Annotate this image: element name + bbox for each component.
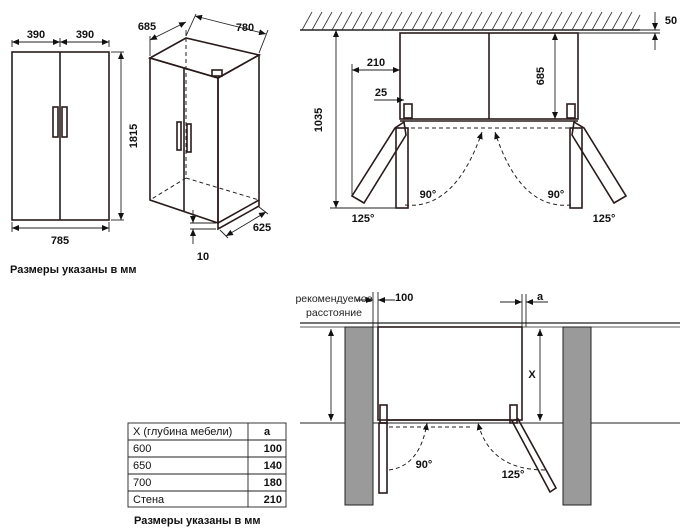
right-handle [61, 106, 68, 138]
table-row-2-x: 700 [133, 477, 151, 489]
angle-90-left: 90° [420, 189, 437, 201]
left-cabinet [344, 326, 374, 506]
clearance-table: X (глубина мебели) a 600 100 650 140 700… [127, 422, 287, 508]
plan-right-door-90 [569, 127, 583, 209]
dim-height: 1815 [128, 124, 140, 148]
dim-iso-foot: 10 [197, 251, 209, 263]
dim-hinge-offset: 25 [375, 87, 387, 99]
caption-bottom: Размеры указаны в мм [134, 515, 261, 527]
plan-left-door-125 [350, 120, 407, 205]
right-cabinet [562, 326, 592, 506]
iso-view: 685 780 625 10 [138, 13, 271, 263]
front-view: 390 390 785 1815 [11, 29, 140, 247]
table-row-0-a: 100 [264, 443, 282, 455]
dim-gap-a: a [537, 291, 544, 303]
install-right-door [510, 418, 558, 494]
iso-left-handle [176, 121, 182, 151]
table-header-x: X (глубина мебели) [133, 426, 232, 438]
table-row-3-a: 210 [264, 494, 282, 506]
dim-door-width: 210 [367, 57, 385, 69]
dim-clearance: 100 [395, 292, 413, 304]
table-row-1-a: 140 [264, 460, 282, 472]
install-angle-125: 125° [502, 469, 525, 481]
iso-right-handle [186, 123, 192, 153]
wall-hatch [301, 11, 641, 31]
plan-view: 50 1035 210 25 685 90° 90° 125° 125° [300, 11, 677, 225]
caption-top: Размеры указаны в мм [10, 264, 137, 276]
plan-right-door-125 [571, 120, 628, 205]
table-header-a: a [264, 426, 271, 438]
dim-iso-width-top: 780 [236, 22, 254, 34]
dim-body-depth: 685 [535, 67, 547, 85]
dim-depth-x: X [528, 369, 536, 381]
plan-left-door-90 [395, 127, 409, 209]
install-left-door [378, 422, 388, 494]
dim-iso-depth-top: 685 [138, 21, 156, 33]
install-angle-90: 90° [416, 459, 433, 471]
table-row-3-x: Стена [133, 494, 165, 506]
note-distance: расстояние [306, 307, 362, 319]
dim-width-left: 390 [27, 29, 45, 41]
angle-125-right: 125° [593, 213, 616, 225]
angle-125-left: 125° [352, 213, 375, 225]
iso-top-face [147, 37, 262, 79]
note-recommended: рекомендуемое [295, 293, 372, 305]
table-row-2-a: 180 [264, 477, 282, 489]
table-row-0-x: 600 [133, 443, 151, 455]
angle-90-right: 90° [548, 189, 565, 201]
table-row-1-x: 650 [133, 460, 151, 472]
install-fridge-body [377, 326, 523, 421]
dim-total-width: 785 [51, 235, 69, 247]
dim-iso-depth-bottom: 625 [253, 222, 271, 234]
left-handle [52, 106, 59, 138]
dim-width-right: 390 [76, 29, 94, 41]
install-view: рекомендуемое расстояние 90° 125° 100 [295, 291, 680, 506]
dim-plan-height: 1035 [313, 108, 325, 132]
dim-wall-gap: 50 [665, 15, 677, 27]
iso-side-face [217, 53, 260, 225]
